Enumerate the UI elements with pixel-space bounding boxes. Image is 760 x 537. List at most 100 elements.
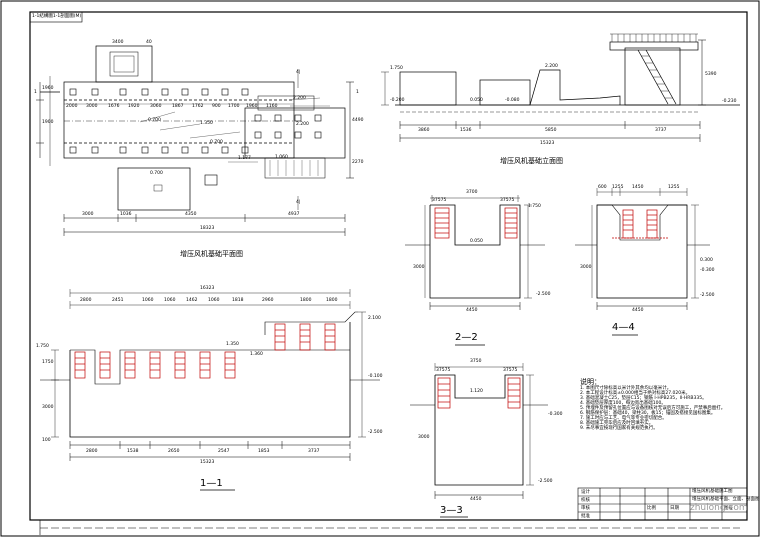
title-drawing: 增压风机基础平面、立面、剖面图 <box>692 497 760 502</box>
sec3-level: -2.500 <box>538 479 553 484</box>
sec2-edge: 37575 <box>500 198 515 203</box>
plan-row-dim: 1867 <box>172 104 184 109</box>
sec1-level: 1.350 <box>226 342 239 347</box>
sec1-left-dim: 3000 <box>42 405 54 410</box>
plan-section-mark: 4| <box>296 70 301 75</box>
corner-tag: 1-1結構圖1-1剖面圖(M) <box>32 14 82 19</box>
section-1-1 <box>40 289 380 491</box>
sec1-label: 1—1 <box>200 478 223 489</box>
plan-right-dim: 2270 <box>352 160 364 165</box>
plan-left-dim: 1900 <box>42 120 54 125</box>
plan-level: 1.060 <box>275 155 288 160</box>
sec4-level: -0.300 <box>700 268 715 273</box>
elev-dim: 3737 <box>655 128 667 133</box>
sec2-height: 3000 <box>413 265 425 270</box>
note-item: 7. 施工时应与工艺、电气等专业密切配合。 <box>580 416 667 421</box>
plan-row-dim: 1762 <box>192 104 204 109</box>
sec3-height: 3000 <box>418 435 430 440</box>
corner-tag-box <box>29 11 83 23</box>
plan-bottom-dim: 3000 <box>82 212 94 217</box>
sec2-level: 1.750 <box>528 204 541 209</box>
sec1-top-dim: 1060 <box>208 298 220 303</box>
plan-level: 0.700 <box>148 118 161 123</box>
sec1-top-dim: 2451 <box>112 298 124 303</box>
title-cell: 校核 <box>581 498 590 503</box>
elev-level: -0.230 <box>722 99 737 104</box>
sec4-level: 0.300 <box>700 258 713 263</box>
note-item: 6. 钢筋保护层：基础40，梁柱30，板15；锚固及搭接见国标图集。 <box>580 411 716 416</box>
elev-level: -0.080 <box>505 98 520 103</box>
sec1-top-dim: 1818 <box>232 298 244 303</box>
title-block-lines <box>577 487 748 521</box>
inner-border <box>29 11 748 521</box>
sec1-top-dim: 1462 <box>186 298 198 303</box>
sec2-label: 2—2 <box>455 332 478 343</box>
plan-bottom-dim: 4937 <box>288 212 300 217</box>
section-3-3 <box>410 363 548 518</box>
elev-level: 2.200 <box>545 64 558 69</box>
sec1-bottom-dim: 2547 <box>218 449 230 454</box>
elevation-view <box>381 33 740 142</box>
sec1-bottom-dim: 2650 <box>168 449 180 454</box>
plan-level: 1.177 <box>238 156 251 161</box>
sec1-left-dim: 100 <box>42 438 51 443</box>
note-item: 1. 本图尺寸除标高以米计外其余均以毫米计。 <box>580 386 672 391</box>
plan-row-dim: 3000 <box>86 104 98 109</box>
section-2-2 <box>405 195 545 346</box>
note-item: 9. 未尽事宜按现行国家有关规范执行。 <box>580 426 658 431</box>
title-cell: 审核 <box>581 506 590 511</box>
sec1-top-dim: 1800 <box>300 298 312 303</box>
note-item: 3. 基础混凝土C25，垫层C15；钢筋 I-HPB235，II-HRB335。 <box>580 396 707 401</box>
plan-row-dim: 3060 <box>150 104 162 109</box>
title-cell: 比例 <box>647 506 656 511</box>
plan-level: 2.200 <box>296 122 309 127</box>
plan-row-dim: 1676 <box>108 104 120 109</box>
sec2-top: 3700 <box>466 190 478 195</box>
plan-bottom-dim: 1036 <box>120 212 132 217</box>
elev-level: 1.750 <box>390 66 403 71</box>
sec4-top-dim: 1255 <box>668 185 680 190</box>
design-notes: 说明： 1. 本图尺寸除标高以米计外其余均以毫米计。 2. 本工程设计标高±0.… <box>580 378 740 431</box>
elev-dim: 1536 <box>460 128 472 133</box>
section-3-3-rebar <box>437 377 521 409</box>
note-item: 5. 预埋件及预留孔位置应与设备图核对无误后方可施工，严禁事后凿打。 <box>580 406 726 411</box>
sec1-top-dim: 2960 <box>262 298 274 303</box>
plan-level: 1.350 <box>200 121 213 126</box>
notes-heading: 说明： <box>580 378 601 386</box>
sec1-top-dim: 1060 <box>142 298 154 303</box>
section-2-2-rebar <box>434 207 518 239</box>
sec1-bottom-overall: 15323 <box>200 460 215 465</box>
plan-top-dim: 40 <box>146 40 152 45</box>
plan-section-mark: 1 <box>34 90 37 95</box>
sec4-height: 3000 <box>580 265 592 270</box>
sec3-width: 4450 <box>470 497 482 502</box>
elev-dim: 5850 <box>545 128 557 133</box>
sec4-width: 4450 <box>632 308 644 313</box>
note-item: 8. 基础施工完毕后应及时回填夯实。 <box>580 421 654 426</box>
plan-row-dim: 2000 <box>66 104 78 109</box>
sec4-top-dim: 600 <box>598 185 607 190</box>
sec1-top-overall: 16323 <box>200 286 215 291</box>
sec1-bottom-dim: 3737 <box>308 449 320 454</box>
plan-top-dim: 3400 <box>112 40 124 45</box>
sec2-edge: 37575 <box>432 198 447 203</box>
plan-right-dim: 4490 <box>352 118 364 123</box>
elev-overall: 15323 <box>540 141 555 146</box>
sec3-top: 3750 <box>470 359 482 364</box>
title-cell: 日期 <box>670 506 679 511</box>
drawing-origin-mark <box>39 520 740 535</box>
plan-row-dim: 1960 <box>246 104 258 109</box>
title-cell: 图号 <box>724 506 733 511</box>
note-item: 2. 本工程设计标高±0.000相当于绝对标高27.020米。 <box>580 391 691 396</box>
title-cell: 批准 <box>581 514 590 519</box>
sec1-bottom-dim: 1538 <box>127 449 139 454</box>
sec2-level: 0.050 <box>470 239 483 244</box>
sec1-level: -0.100 <box>368 374 383 379</box>
plan-overall-dim: 18323 <box>200 226 215 231</box>
elevation-title: 增压风机基础立面图 <box>500 157 563 165</box>
plan-row-dim: 1160 <box>266 104 278 109</box>
note-item: 4. 基础垫层厚度100，每边宽出基础100。 <box>580 401 666 406</box>
plan-section-mark: 1 <box>356 90 359 95</box>
sec1-bottom-dim: 2800 <box>86 449 98 454</box>
